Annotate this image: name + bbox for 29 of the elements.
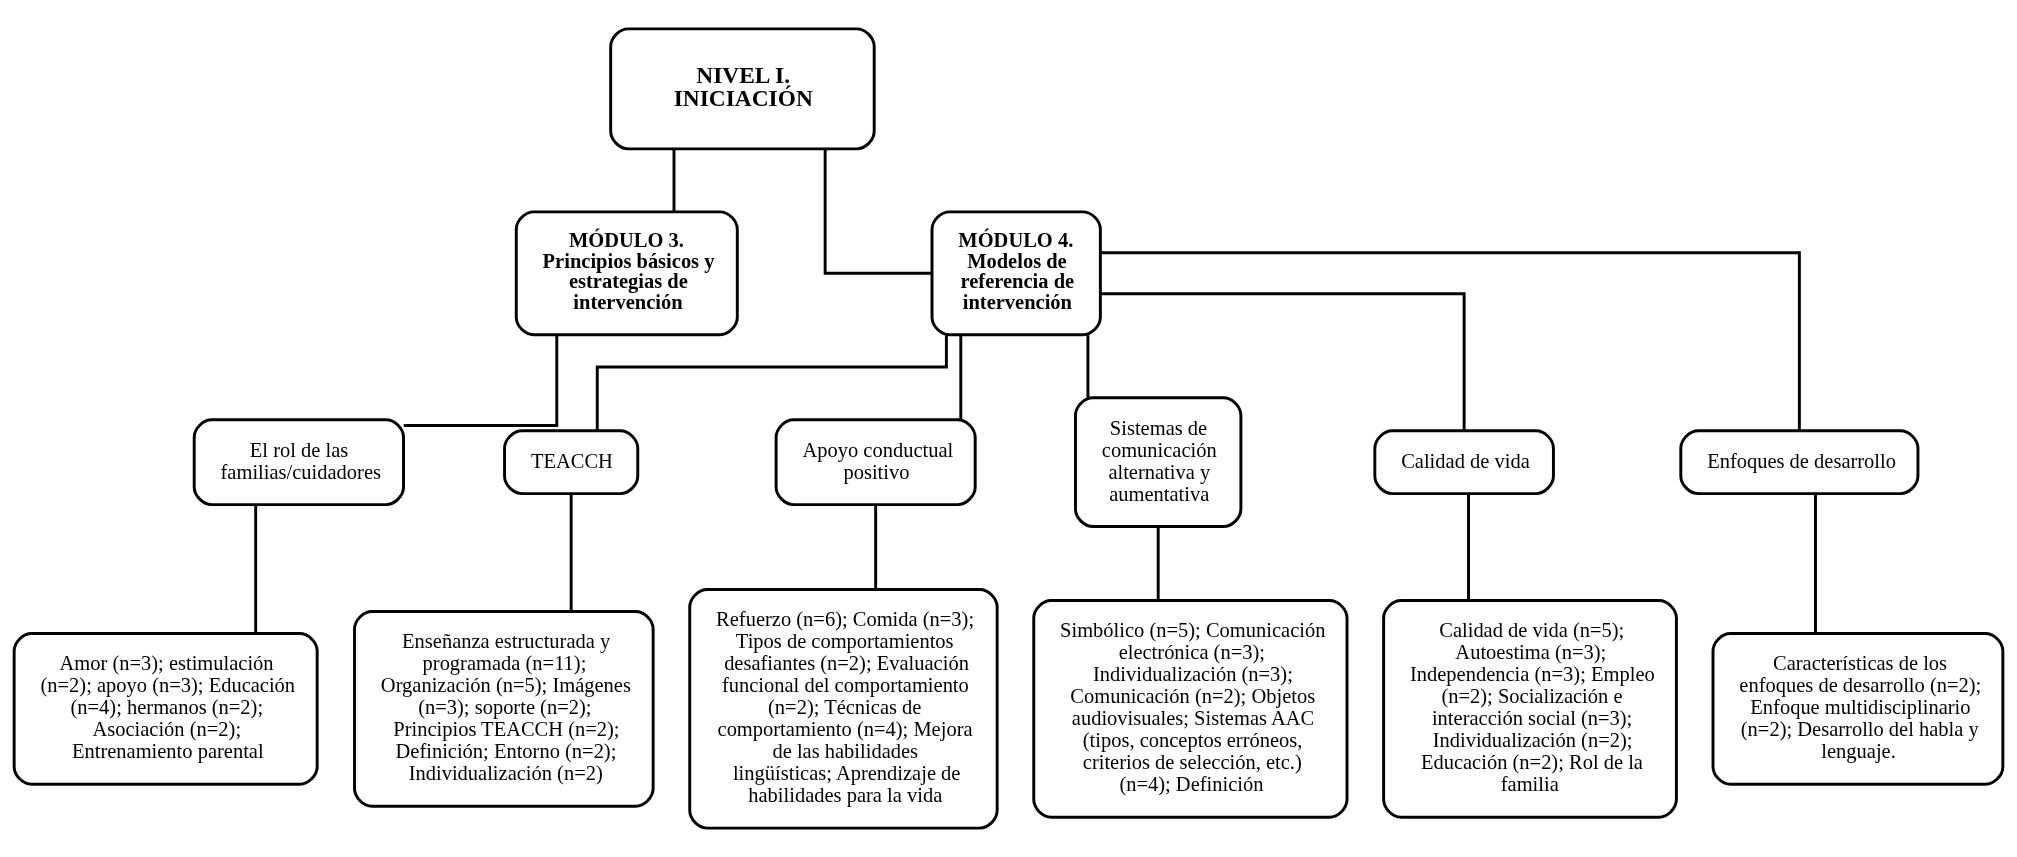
node-box: Simbólico (n=5); Comunicación electrónica (n=3); Individualización (n=3); Comunicación (n=2); Objetos audiovisuales; Sistemas AAC (tipos, conceptos erróneos, criterios de selección, etc.) (n=4); Definición	[1032, 599, 1349, 819]
connector	[1156, 527, 1160, 601]
node-box: Sistemas de comunicación alternativa y aumentativa	[1074, 396, 1243, 529]
connector	[1100, 292, 1466, 431]
node-box: Amor (n=3); estimulación (n=2); apoyo (n=3); Educación (n=4); hermanos (n=2); Asociación (n=2); Entrenamiento parental	[12, 632, 319, 786]
connector	[403, 334, 559, 428]
node-box: Enfoques de desarrollo	[1679, 429, 1920, 496]
node-box: Apoyo conductual positivo	[774, 418, 977, 507]
connector	[672, 149, 676, 212]
connector	[569, 493, 573, 612]
connector	[1100, 251, 1801, 431]
node-box: El rol de las familias/cuidadores	[192, 418, 405, 507]
connector	[1467, 493, 1470, 601]
node-box: Características de los enfoques de desarrollo (n=2); Enfoque multidisciplinario (n=2); Desarrollo del habla y lenguaje.	[1711, 632, 2005, 786]
node-box: MÓDULO 4. Modelos de referencia de intervención	[930, 210, 1102, 337]
node-box: NIVEL I. INICIACIÓN	[609, 27, 876, 151]
connector	[1086, 335, 1090, 398]
node-box: Enseñanza estructurada y programada (n=11); Organización (n=5); Imágenes (n=3); soporte (n=2); Principios TEACCH (n=2); Definición; Entorno (n=2); Individualización (n=2)	[353, 610, 655, 808]
connector	[959, 335, 963, 420]
connector	[1814, 493, 1817, 634]
node-box: TEACCH	[503, 429, 640, 496]
node-box: Calidad de vida	[1373, 429, 1555, 496]
connector	[595, 335, 948, 431]
connector	[254, 505, 258, 633]
node-box: Calidad de vida (n=5); Autoestima (n=3); Independencia (n=3); Empleo (n=2); Socialización e interacción social (n=3); Individualización (n=2); Educación (n=2); Rol de la familia	[1382, 599, 1678, 819]
node-box: Refuerzo (n=6); Comida (n=3); Tipos de comportamientos desafiantes (n=2); Evaluación funcional del comportamiento (n=2); Técnicas de comportamiento (n=4); Mejora de las habilidades lingüísticas; Aprendizaje de habilidades para la vida	[688, 588, 999, 830]
node-box: MÓDULO 3. Principios básicos y estrategias de intervención	[514, 210, 739, 337]
connector	[874, 505, 878, 589]
connector	[823, 149, 932, 275]
